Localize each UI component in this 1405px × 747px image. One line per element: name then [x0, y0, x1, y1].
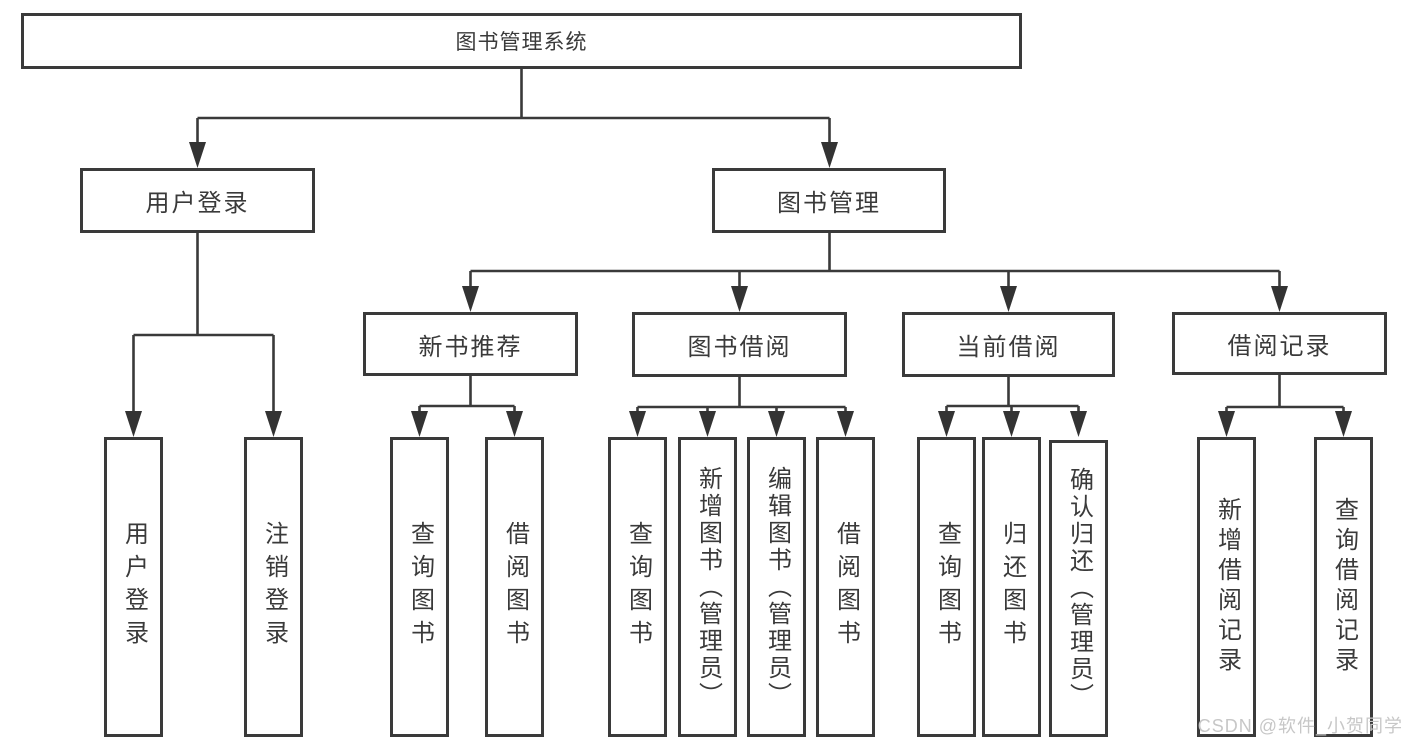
leaf-label: 新增借阅记录	[1213, 497, 1241, 677]
node-label: 图书管理系统	[455, 31, 588, 54]
node-book-management: 图书管理	[712, 168, 946, 233]
node-user-login: 用户登录	[80, 168, 315, 233]
leaf-query-books-current: 查询图书	[917, 437, 976, 737]
leaf-return-books: 归还图书	[982, 437, 1041, 737]
node-label: 图书管理	[777, 190, 881, 217]
node-book-borrow: 图书借阅	[632, 312, 847, 377]
leaf-borrow-books-recommend: 借阅图书	[485, 437, 544, 737]
leaf-user-login: 用户登录	[104, 437, 163, 737]
leaf-label: 注销登录	[260, 521, 288, 653]
leaf-add-borrow-record: 新增借阅记录	[1197, 437, 1256, 737]
leaf-add-book-admin: 新增图书（管理员）	[678, 437, 737, 737]
leaf-label: 新增图书（管理员）	[694, 465, 722, 709]
leaf-label: 借阅图书	[501, 521, 529, 653]
node-borrow-records: 借阅记录	[1172, 312, 1387, 375]
leaf-label: 编辑图书（管理员）	[763, 465, 791, 709]
leaf-logout: 注销登录	[244, 437, 303, 737]
leaf-query-books-recommend: 查询图书	[390, 437, 449, 737]
node-label: 借阅记录	[1227, 333, 1332, 360]
node-new-book-recommend: 新书推荐	[363, 312, 578, 376]
leaf-label: 查询图书	[933, 521, 961, 653]
node-label: 图书借阅	[687, 334, 792, 361]
leaf-label: 查询图书	[406, 521, 434, 653]
leaf-label: 查询图书	[624, 521, 652, 653]
leaf-label: 用户登录	[120, 521, 148, 653]
leaf-borrow-books: 借阅图书	[816, 437, 875, 737]
leaf-label: 借阅图书	[832, 521, 860, 653]
node-label: 用户登录	[145, 190, 250, 217]
node-label: 当前借阅	[956, 334, 1061, 361]
csdn-watermark: CSDN @软件_小贺同学	[1197, 716, 1403, 736]
leaf-query-borrow-record: 查询借阅记录	[1314, 437, 1373, 737]
leaf-label: 确认归还（管理员）	[1065, 467, 1093, 710]
leaf-edit-book-admin: 编辑图书（管理员）	[747, 437, 806, 737]
node-root-library-system: 图书管理系统	[21, 13, 1022, 69]
leaf-label: 归还图书	[998, 521, 1026, 653]
node-label: 新书推荐	[418, 333, 523, 361]
leaf-confirm-return-admin: 确认归还（管理员）	[1049, 440, 1108, 737]
arrowhead-group	[125, 142, 1352, 437]
leaf-label: 查询借阅记录	[1330, 497, 1358, 677]
leaf-query-books-borrow: 查询图书	[608, 437, 667, 737]
node-current-borrow: 当前借阅	[902, 312, 1115, 377]
